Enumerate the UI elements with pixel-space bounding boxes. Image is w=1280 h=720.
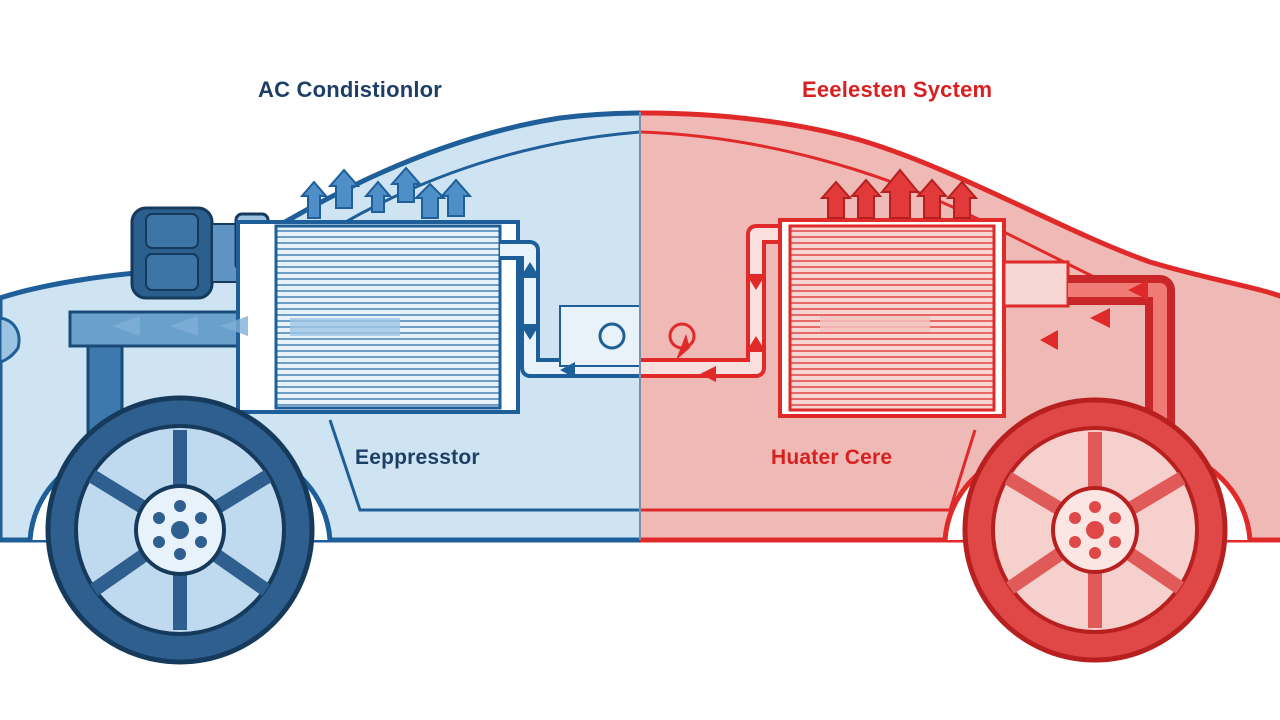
sill-line-cool	[328, 419, 640, 512]
arrow-up-icon	[299, 166, 473, 219]
cooling-title: AC Condistionlor	[258, 77, 443, 102]
heating-side	[640, 110, 1280, 663]
radiator-icon	[274, 224, 502, 410]
internal-flow-arrows	[112, 316, 400, 336]
flow-arrows-heat-outlet	[1040, 280, 1148, 350]
heater-core-label: Huater Cere	[771, 446, 893, 469]
wheel-icon	[45, 395, 315, 665]
flow-arrows-heat	[668, 274, 766, 382]
cooling-side	[0, 110, 640, 665]
flow-arrows-cool	[520, 262, 626, 378]
headlight	[0, 316, 21, 364]
arrow-up-icon	[819, 168, 979, 219]
wheel-icon	[962, 397, 1228, 663]
compressor-label: Eeppresstor	[355, 446, 480, 469]
heating-title: Eeelesten Syctem	[802, 77, 993, 102]
